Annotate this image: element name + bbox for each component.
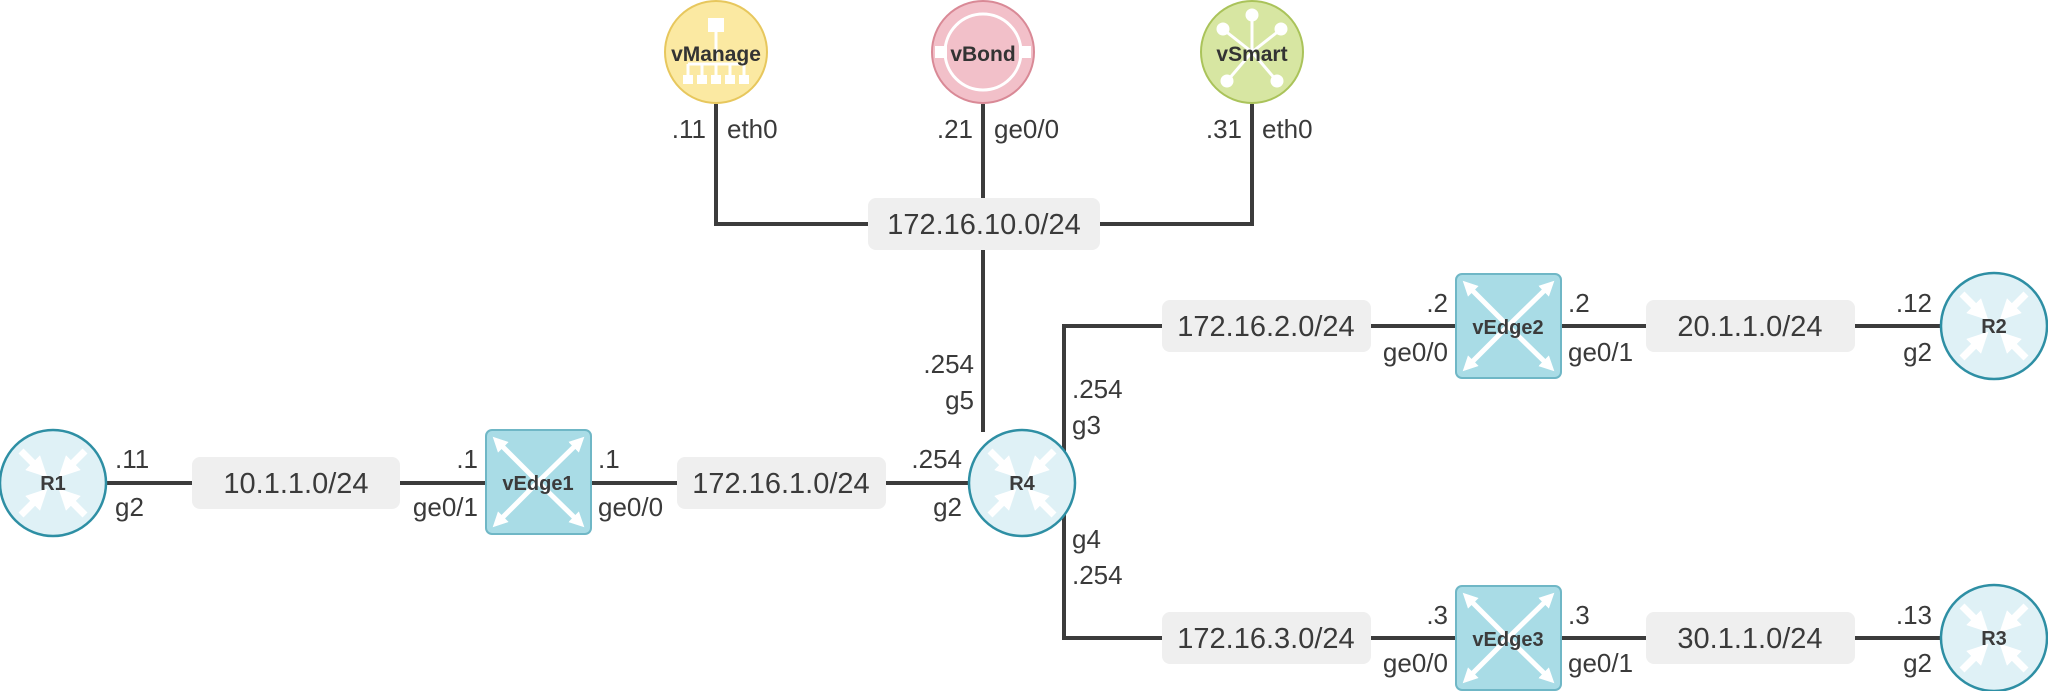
r1-iface: g2 bbox=[115, 492, 144, 522]
r2-ip: .12 bbox=[1896, 288, 1932, 318]
network-20-1-1: 20.1.1.0/24 bbox=[1646, 300, 1855, 352]
router-icon bbox=[1959, 291, 2029, 361]
network-10-1-1-label: 10.1.1.0/24 bbox=[223, 468, 368, 500]
vedge2-right-ip: .2 bbox=[1568, 288, 1590, 318]
network-mgmt-label: 172.16.10.0/24 bbox=[887, 209, 1081, 241]
r4-g2-iface: g2 bbox=[933, 492, 962, 522]
vedge3-left-ip: .3 bbox=[1426, 600, 1448, 630]
router-r2: R2 bbox=[1939, 271, 2048, 381]
vedge3-name: vEdge3 bbox=[1472, 629, 1543, 651]
network-172-16-3: 172.16.3.0/24 bbox=[1162, 612, 1371, 664]
r4-g4-ip: .254 bbox=[1072, 560, 1123, 590]
vmanage-icon bbox=[683, 18, 749, 84]
network-10-1-1: 10.1.1.0/24 bbox=[192, 457, 400, 509]
vsmart-iface: eth0 bbox=[1262, 114, 1313, 144]
vbond-ip: .21 bbox=[937, 114, 973, 144]
link-vmanage-mgmt bbox=[714, 104, 868, 226]
vedge1-right-iface: ge0/0 bbox=[598, 492, 663, 522]
router-r3: R3 bbox=[1939, 583, 2048, 691]
vsmart-ip: .31 bbox=[1206, 114, 1242, 144]
vedge-vedge2: vEdge2 bbox=[1455, 273, 1562, 379]
vedge2-left-iface: ge0/0 bbox=[1383, 337, 1448, 367]
vedge-icon bbox=[1462, 592, 1555, 684]
r4-g4-iface: g4 bbox=[1072, 524, 1101, 554]
router-r1: R1 bbox=[0, 428, 108, 538]
vedge-icon bbox=[1462, 280, 1555, 372]
network-172-16-1: 172.16.1.0/24 bbox=[677, 457, 886, 509]
router-r3-name: R3 bbox=[1981, 628, 2007, 650]
router-icon bbox=[18, 448, 88, 518]
network-20-1-1-label: 20.1.1.0/24 bbox=[1677, 311, 1822, 343]
r3-iface: g2 bbox=[1903, 648, 1932, 678]
network-172-16-2: 172.16.2.0/24 bbox=[1162, 300, 1371, 352]
link-vsmart-mgmt bbox=[1100, 104, 1254, 226]
vedge3-right-ip: .3 bbox=[1568, 600, 1590, 630]
router-r4-name: R4 bbox=[1009, 473, 1035, 495]
vedge3-left-iface: ge0/0 bbox=[1383, 648, 1448, 678]
vmanage-node: vManage bbox=[664, 0, 768, 104]
vedge1-name: vEdge1 bbox=[502, 473, 573, 495]
vbond-name: vBond bbox=[950, 43, 1015, 66]
r2-iface: g2 bbox=[1903, 337, 1932, 367]
r3-ip: .13 bbox=[1896, 600, 1932, 630]
network-172-16-1-label: 172.16.1.0/24 bbox=[692, 468, 869, 500]
r4-g5-ip: .254 bbox=[923, 349, 974, 379]
interface-labels: .11 eth0 .21 ge0/0 .31 eth0 .11 g2 .1 ge… bbox=[115, 114, 1932, 678]
vmanage-ip: .11 bbox=[672, 114, 706, 144]
vedge1-right-ip: .1 bbox=[598, 444, 620, 474]
vedge2-name: vEdge2 bbox=[1472, 317, 1543, 339]
vedge-icon bbox=[492, 436, 585, 528]
router-r1-name: R1 bbox=[40, 473, 66, 495]
r4-g3-ip: .254 bbox=[1072, 374, 1123, 404]
vbond-node: vBond bbox=[931, 0, 1035, 104]
vedge3-right-iface: ge0/1 bbox=[1568, 648, 1633, 678]
vedge-vedge1: vEdge1 bbox=[485, 429, 592, 535]
network-mgmt: 172.16.10.0/24 bbox=[868, 198, 1100, 250]
vmanage-name: vManage bbox=[671, 43, 761, 66]
vedge-vedge3: vEdge3 bbox=[1455, 585, 1562, 691]
vsmart-node: vSmart bbox=[1200, 0, 1304, 104]
network-172-16-2-label: 172.16.2.0/24 bbox=[1177, 311, 1354, 343]
router-icon bbox=[987, 448, 1057, 518]
vsmart-icon bbox=[1216, 8, 1288, 88]
vedge2-left-ip: .2 bbox=[1426, 288, 1448, 318]
r1-ip: .11 bbox=[115, 444, 149, 474]
link-r4-n1722 bbox=[1062, 324, 1162, 455]
vedge2-right-iface: ge0/1 bbox=[1568, 337, 1633, 367]
vedge1-left-iface: ge0/1 bbox=[413, 492, 478, 522]
network-172-16-3-label: 172.16.3.0/24 bbox=[1177, 623, 1354, 655]
vbond-icon bbox=[935, 12, 1031, 92]
vedge1-left-ip: .1 bbox=[456, 444, 478, 474]
links bbox=[106, 104, 1942, 640]
vbond-iface: ge0/0 bbox=[994, 114, 1059, 144]
vmanage-iface: eth0 bbox=[727, 114, 778, 144]
network-30-1-1: 30.1.1.0/24 bbox=[1646, 612, 1855, 664]
link-r4-n1723 bbox=[1062, 511, 1162, 640]
vsmart-name: vSmart bbox=[1216, 43, 1287, 66]
router-r4: R4 bbox=[967, 428, 1077, 538]
router-r2-name: R2 bbox=[1981, 316, 2007, 338]
router-icon bbox=[1959, 603, 2029, 673]
r4-g3-iface: g3 bbox=[1072, 410, 1101, 440]
r4-g2-ip: .254 bbox=[911, 444, 962, 474]
network-30-1-1-label: 30.1.1.0/24 bbox=[1677, 623, 1822, 655]
r4-g5-iface: g5 bbox=[945, 385, 974, 415]
